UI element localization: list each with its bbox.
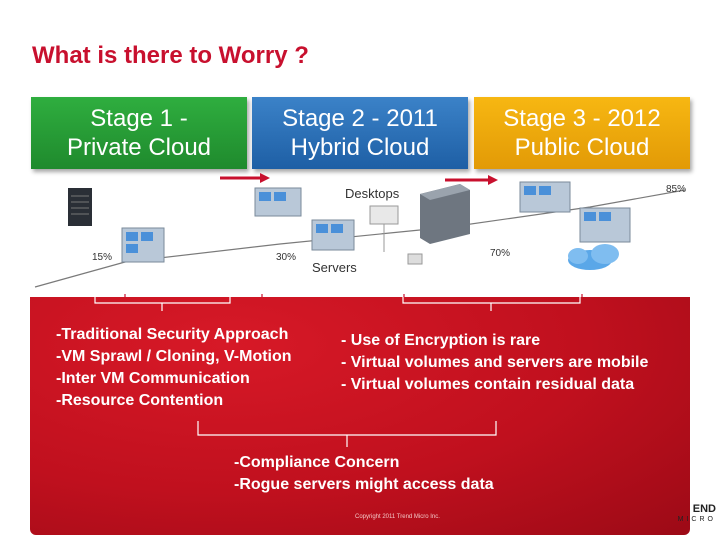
concerns-bottom-list: -Compliance Concern -Rogue servers might… [234,452,494,496]
vm-stack-icon [254,187,302,217]
vm-stack-icon [121,227,165,263]
vm-stack-icon [519,181,571,213]
concern-item: -Inter VM Communication [56,370,250,387]
concern-item: -Resource Contention [56,392,224,409]
stage-2-box: Stage 2 - 2011 Hybrid Cloud [252,97,468,169]
stage-3-line1: Stage 3 - 2012 [503,105,661,132]
vm-stack-icon [579,207,631,243]
servers-label: Servers [312,260,357,275]
network-diagram-icon [369,205,423,265]
arrow-icon [220,173,270,183]
server-tower-icon [68,188,92,226]
concern-item: - Virtual volumes and servers are mobile [341,354,649,371]
desktops-label: Desktops [345,186,400,201]
trend-micro-logo: END MICRO [648,503,716,529]
pct-30-label: 30% [276,252,297,263]
pct-15-label: 15% [92,252,113,263]
stage-2-line2: Hybrid Cloud [290,134,430,161]
concerns-panel: -Traditional Security Approach -VM Spraw… [30,297,690,535]
slide-title: What is there to Worry ? [32,42,309,69]
concern-item: - Use of Encryption is rare [341,332,541,349]
growth-line [34,189,686,288]
server-rack-icon [420,184,470,244]
stage-1-line2: Private Cloud [66,134,212,161]
stage-3-box: Stage 3 - 2012 Public Cloud [474,97,690,169]
logo-text-bottom: MICRO [677,516,716,523]
concern-item: -Compliance Concern [234,454,400,471]
concerns-left-list: -Traditional Security Approach -VM Spraw… [56,324,292,412]
cloud-evolution-diagram: Desktops Servers 15% 30% 70% 85% [30,172,690,299]
stage-3-line2: Public Cloud [514,134,650,161]
concern-item: - Virtual volumes contain residual data [341,376,635,393]
concern-item: -VM Sprawl / Cloning, V-Motion [56,348,292,365]
stage-1-line1: Stage 1 - [90,105,188,132]
concern-item: -Rogue servers might access data [234,476,494,493]
copyright-footer: Copyright 2011 Trend Micro Inc. [355,514,440,520]
concerns-right-list: - Use of Encryption is rare - Virtual vo… [341,330,648,396]
pct-70-label: 70% [490,248,511,259]
vm-stack-icon [311,219,355,251]
diagram-graphic [34,173,686,299]
pct-85-label: 85% [666,184,687,195]
logo-text-top: END [692,503,716,515]
arrow-icon [445,175,498,185]
stage-1-box: Stage 1 - Private Cloud [31,97,247,169]
cloud-icon [568,244,619,270]
bracket-graphic [94,297,581,447]
stage-2-line1: Stage 2 - 2011 [282,105,438,132]
concern-item: -Traditional Security Approach [56,326,289,343]
